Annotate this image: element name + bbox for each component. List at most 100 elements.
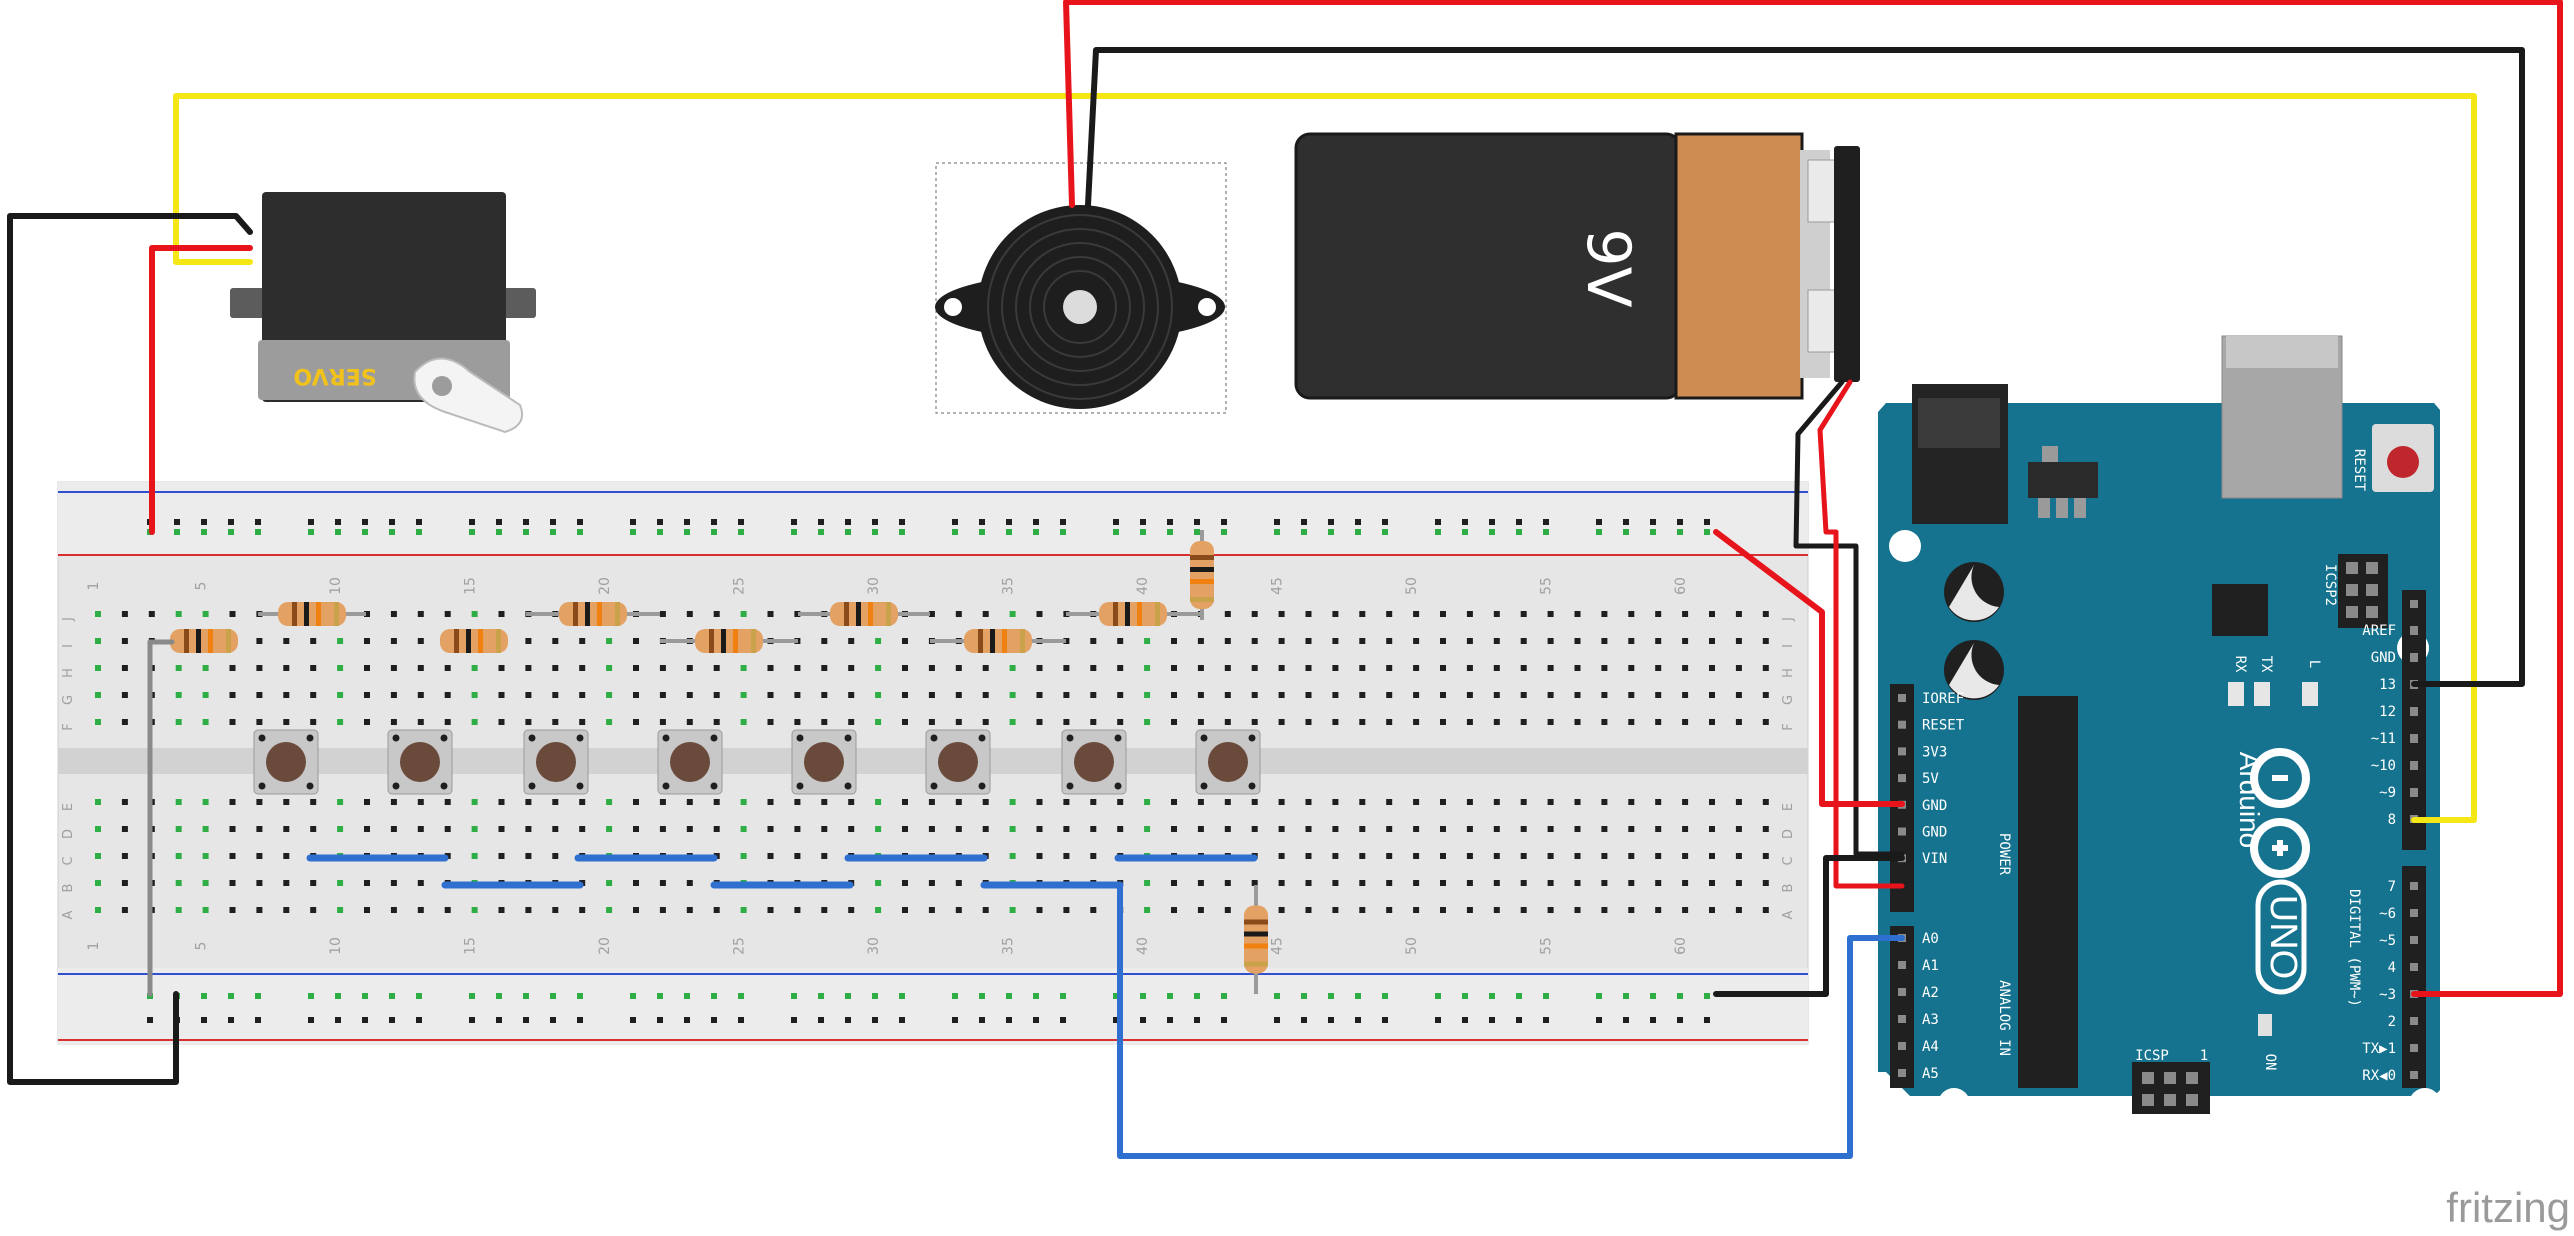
- header-pin: [1898, 1015, 1906, 1023]
- breadboard-hole: [928, 826, 935, 832]
- pin-label: IOREF: [1922, 691, 1964, 707]
- rail-hole: [1194, 993, 1200, 999]
- rail-hole: [1033, 529, 1039, 535]
- servo-motor: SERVO: [230, 192, 536, 434]
- resistor: [1244, 885, 1268, 994]
- breadboard-hole: [310, 826, 317, 832]
- breadboard-hole: [982, 799, 989, 805]
- breadboard-hole: [1574, 719, 1581, 725]
- breadboard-hole: [1305, 719, 1312, 725]
- breadboard-hole: [1655, 907, 1662, 913]
- breadboard-hole: [202, 826, 209, 832]
- capacitor-top: [1949, 643, 1999, 699]
- rail-hole: [1140, 519, 1146, 525]
- rail-hole: [979, 1017, 985, 1023]
- breadboard-hole: [1413, 799, 1420, 805]
- breadboard-hole: [740, 665, 747, 671]
- mount-hole: [2409, 1088, 2441, 1120]
- breadboard-hole: [1440, 719, 1446, 725]
- breadboard-hole: [1063, 826, 1070, 832]
- breadboard-hole: [1144, 799, 1151, 805]
- header-pin: [2410, 600, 2418, 608]
- breadboard-hole: [1171, 880, 1177, 886]
- breadboard-hole: [202, 719, 209, 725]
- pushbutton-corner: [662, 782, 670, 790]
- breadboard-hole: [1305, 611, 1312, 617]
- breadboard-hole: [417, 611, 424, 617]
- breadboard-hole: [1493, 907, 1500, 913]
- rail-hole: [335, 529, 341, 535]
- breadboard-hole: [1655, 665, 1662, 671]
- breadboard-hole: [1332, 853, 1339, 859]
- breadboard-hole: [740, 611, 747, 617]
- row-letter: C: [1781, 856, 1796, 865]
- breadboard-hole: [1063, 692, 1070, 698]
- breadboard-hole: [902, 826, 908, 832]
- breadboard-hole: [364, 611, 370, 617]
- rail-hole: [469, 529, 475, 535]
- breadboard-hole: [310, 719, 317, 725]
- rail-hole: [1274, 1017, 1280, 1023]
- breadboard-hole: [1466, 853, 1473, 859]
- breadboard-hole: [821, 799, 828, 805]
- breadboard-hole: [175, 719, 182, 725]
- breadboard-hole: [283, 853, 290, 859]
- breadboard-hole: [1655, 692, 1662, 698]
- breadboard-hole: [713, 799, 720, 805]
- row-letter: H: [61, 668, 76, 678]
- rail-hole: [228, 1017, 234, 1023]
- breadboard-hole: [552, 799, 559, 805]
- breadboard-hole: [848, 719, 855, 725]
- icsp2-label: ICSP2: [2322, 564, 2338, 606]
- breadboard-hole: [498, 719, 505, 725]
- buzzer-mount-hole-left: [944, 298, 962, 316]
- wire-servo-power: [149, 245, 253, 535]
- breadboard-hole: [902, 665, 908, 671]
- breadboard-hole: [794, 611, 801, 617]
- rail-hole: [738, 993, 744, 999]
- breadboard-hole: [95, 719, 101, 725]
- breadboard-hole: [928, 907, 935, 913]
- breadboard-hole: [1601, 853, 1608, 859]
- resistor-band: [1244, 919, 1268, 925]
- breadboard-hole: [767, 853, 774, 859]
- breadboard-hole: [1063, 799, 1070, 805]
- breadboard-hole: [1628, 799, 1635, 805]
- header-pin: [2410, 1071, 2418, 1079]
- breadboard-hole: [1305, 638, 1312, 644]
- buzzer-ring: [1001, 228, 1159, 386]
- breadboard-hole: [175, 611, 182, 617]
- breadboard-hole: [1601, 719, 1608, 725]
- rail-hole: [308, 529, 314, 535]
- breadboard-hole: [1574, 853, 1581, 859]
- breadboard-hole: [1063, 665, 1070, 671]
- pushbutton-corner: [1066, 782, 1074, 790]
- icsp-header: [2132, 1062, 2210, 1114]
- rail-hole: [1060, 1017, 1066, 1023]
- breadboard-hole: [1682, 826, 1689, 832]
- breadboard-hole: [1197, 880, 1204, 886]
- breadboard-hole: [256, 853, 263, 859]
- wire-battery-ground: [1793, 379, 1905, 857]
- rail-hole: [416, 519, 422, 525]
- pin-label: ~5: [2379, 933, 2396, 949]
- pushbutton: [657, 729, 723, 795]
- rail-hole: [496, 529, 502, 535]
- icsp-label: ICSP: [2135, 1048, 2169, 1064]
- breadboard-hole: [175, 907, 182, 913]
- rail-hole: [389, 529, 395, 535]
- breadboard-hole: [1197, 799, 1204, 805]
- column-number: 50: [1404, 937, 1420, 955]
- breadboard-hole: [794, 692, 801, 698]
- breadboard-hole: [1466, 638, 1473, 644]
- resistor-band: [208, 629, 213, 653]
- breadboard-hole: [552, 665, 559, 671]
- arduino-logo: [2250, 748, 2310, 878]
- breadboard-labels: 1155101015152020252530303535404045455050…: [61, 577, 1796, 955]
- breadboard-hole: [390, 719, 397, 725]
- pushbutton: [791, 729, 857, 795]
- rail-hole: [496, 993, 502, 999]
- rail-hole: [1516, 529, 1522, 535]
- breadboard-hole: [1036, 853, 1043, 859]
- rail-hole: [899, 993, 905, 999]
